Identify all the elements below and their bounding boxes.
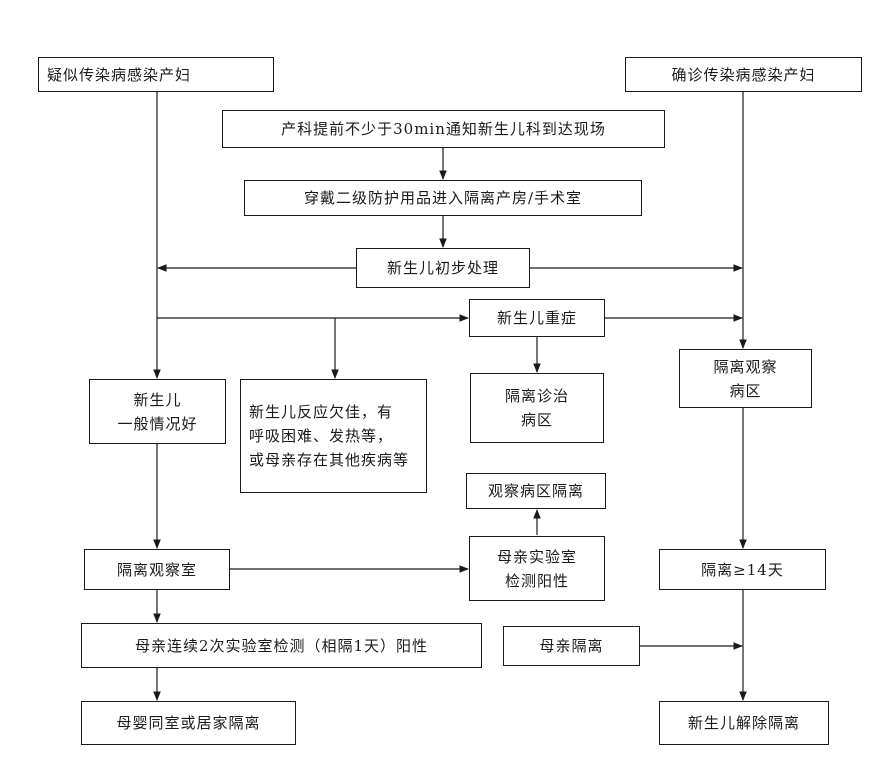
mother-iso-box: 母亲隔离 (503, 626, 640, 666)
suspected-mother-box: 疑似传染病感染产妇 (38, 57, 274, 92)
mother-twice-label: 母亲连续2次实验室检测（相隔1天）阳性 (134, 636, 429, 655)
mother-positive-box: 母亲实验室 检测阳性 (469, 536, 605, 601)
good-line-1: 新生儿 (133, 390, 182, 409)
diag-ward-line-2: 病区 (520, 411, 553, 429)
release-box: 新生儿解除隔离 (659, 701, 829, 745)
initial-care-box: 新生儿初步处理 (356, 248, 530, 288)
mother-iso-label: 母亲隔离 (539, 637, 604, 655)
suspected-mother-label: 疑似传染病感染产妇 (47, 65, 192, 84)
protect-box: 穿戴二级防护用品进入隔离产房/手术室 (244, 180, 642, 216)
obs-ward-box: 隔离观察 病区 (679, 349, 812, 408)
severe-box: 新生儿重症 (469, 299, 605, 337)
cohab-box: 母婴同室或居家隔离 (81, 701, 296, 745)
poor-line-1: 新生儿反应欠佳，有 (249, 403, 394, 421)
iso14-box: 隔离≥14天 (659, 549, 826, 590)
notify-label: 产科提前不少于30min通知新生儿科到达现场 (281, 120, 606, 138)
poor-line-3: 或母亲存在其他疾病等 (249, 451, 410, 469)
iso14-label: 隔离≥14天 (701, 560, 784, 579)
poor-line-2: 呼吸困难、发热等， (249, 427, 394, 445)
diag-ward-line-1: 隔离诊治 (504, 387, 569, 405)
good-line-2: 一般情况好 (117, 414, 198, 433)
obs-ward-line-2: 病区 (729, 381, 762, 400)
confirmed-mother-box: 确诊传染病感染产妇 (625, 57, 862, 92)
good-condition-box: 新生儿 一般情况好 (89, 379, 226, 444)
obs-room-label: 隔离观察室 (116, 560, 197, 579)
obs-ward-line-1: 隔离观察 (713, 357, 778, 376)
release-label: 新生儿解除隔离 (687, 714, 800, 732)
initial-care-label: 新生儿初步处理 (386, 259, 499, 277)
obs-ward-iso-label: 观察病区隔离 (487, 482, 584, 500)
confirmed-mother-label: 确诊传染病感染产妇 (671, 65, 816, 84)
protect-label: 穿戴二级防护用品进入隔离产房/手术室 (303, 189, 583, 207)
mother-positive-line-2: 检测阳性 (504, 571, 569, 590)
cohab-label: 母婴同室或居家隔离 (116, 714, 261, 732)
diag-ward-box: 隔离诊治 病区 (470, 373, 604, 443)
obs-ward-iso-box: 观察病区隔离 (466, 473, 606, 509)
mother-positive-line-1: 母亲实验室 (496, 547, 577, 566)
severe-label: 新生儿重症 (496, 309, 577, 327)
obs-room-box: 隔离观察室 (84, 549, 230, 590)
poor-condition-box: 新生儿反应欠佳，有 呼吸困难、发热等， 或母亲存在其他疾病等 (240, 379, 427, 493)
notify-box: 产科提前不少于30min通知新生儿科到达现场 (222, 110, 665, 148)
mother-twice-box: 母亲连续2次实验室检测（相隔1天）阳性 (81, 623, 482, 668)
